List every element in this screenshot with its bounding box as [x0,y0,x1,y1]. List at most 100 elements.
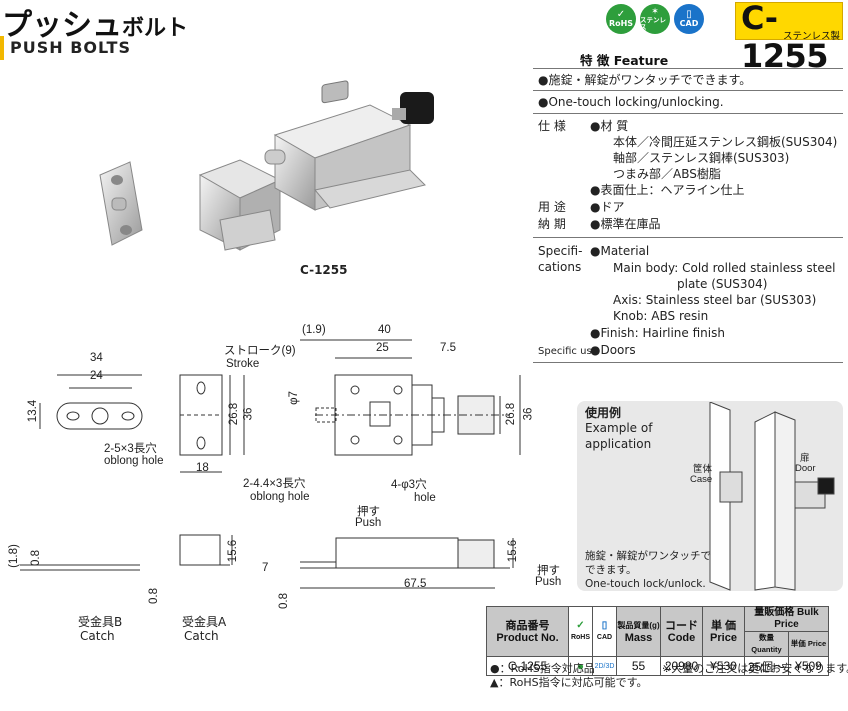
usage-illustration [709,402,835,591]
dim-0-8c: 0.8 [278,593,290,609]
material-line: 軸部／ステンレス鋼棒(SUS303) [613,151,790,165]
dim-7-5: 7.5 [440,342,456,354]
usage-note-en: One-touch lock/unlock. [585,578,706,590]
hole-b-en: oblong hole [104,455,164,467]
dim-0-8b: 0.8 [148,588,160,604]
table-row: C-1255 ● 2D/3D 55 20980 ¥530 25個～ ¥509 [486,656,829,676]
push2-jp: 押す [537,565,560,577]
material-line: 本体／冷間圧延ステンレス鋼板(SUS304) [613,135,838,149]
push-jp: 押す [357,506,380,518]
catch-b-jp: 受金具B [78,615,123,629]
col-bulk: 量販価格 Bulk Price [744,606,829,632]
title-accent-bar [0,36,4,60]
feature-en: ●One-touch locking/unlocking. [538,95,724,109]
case-jp: 筐体 [693,464,713,475]
usage-note-jp-1: 施錠・解錠がワンタッチで [585,550,711,562]
door-jp: 扉 [800,453,810,464]
hole-c-en: hole [414,492,436,504]
cad-badge-icon: ▯CAD [674,4,704,34]
usage-note-jp-2: できます。 [585,564,637,576]
divider [533,113,843,114]
delivery-jp: ●標準在庫品 [590,217,661,231]
col-rohs: ✓RoHS [568,606,593,657]
photo-caption: C-1255 [300,263,348,277]
dim-7: 7 [262,562,269,574]
dim-0-8a: 0.8 [30,550,42,566]
case-en: Case [690,474,713,485]
catch-a-en: Catch [184,629,219,643]
dim-phi7: φ7 [287,391,300,405]
dim-25: 25 [376,342,389,354]
divider [533,68,843,69]
dim-36b: 36 [522,407,535,421]
product-code-box [735,2,843,40]
material-heading-jp: ●材 質 [590,119,629,133]
col-qty: 数量 Quantity [744,631,789,657]
dim-1-8: (1.8) [7,544,20,568]
dim-26-8b: 26.8 [505,402,518,426]
spec-label-en-2: cations [538,260,582,274]
rohs-badge-icon: ✓RoHS [606,4,636,34]
door-en: Door [795,463,816,474]
divider [533,362,843,363]
product-material: ステンレス製 [783,31,841,42]
push-en: Push [355,517,382,529]
col-mass: 製品質量(g)Mass [616,606,661,657]
col-unit: 単価 Price [788,631,829,657]
catch-b-en: Catch [80,629,115,643]
use-label-en: Specific use [538,346,598,357]
spec-label-jp: 仕 様 [538,119,566,133]
dim-15-6b: 15.6 [507,539,520,563]
knob-en: Knob: ABS resin [613,309,709,323]
use-jp: ●ドア [590,200,625,214]
dim-36a: 36 [242,407,255,421]
dim-67-5: 67.5 [404,578,427,590]
usage-title-en-1: Example of [585,421,653,435]
main-body-en-2: plate (SUS304) [677,277,768,291]
page-title: プッシュボルト [2,8,189,43]
use-label-jp: 用 途 [538,200,566,214]
push2-en: Push [535,576,562,588]
dim-40: 40 [378,324,391,336]
delivery-label-jp: 納 期 [538,217,566,231]
dim-18: 18 [196,462,209,474]
technical-drawing [20,339,521,589]
feature-jp: ●施錠・解錠がワンタッチでできます。 [538,73,752,87]
divider [533,90,843,91]
dim-15-6a: 15.6 [227,539,240,563]
dim-34: 34 [90,352,103,364]
note-rohs-possible: ▲：RoHS指令に対応可能です。 [490,676,648,689]
axis-en: Axis: Stainless steel bar (SUS303) [613,293,817,307]
spec-label-en-1: Specifi- [538,244,583,258]
hole-b-jp: 2-5×3長穴 [104,443,157,455]
note-rohs-ok: ●：RoHS指令対応品 [490,662,595,675]
hole-c-jp: 4-φ3穴 [391,479,427,491]
use-en: ●Doors [590,343,636,357]
product-photo [99,80,434,251]
finish-jp: ●表面仕上：ヘアライン仕上 [590,183,745,197]
hole-a-en: oblong hole [250,491,310,503]
feature-heading: 特 徴 Feature [580,53,669,68]
material-line: つまみ部／ABS樹脂 [613,167,721,181]
page-subtitle: PUSH BOLTS [10,38,131,57]
catch-a-jp: 受金具A [182,615,227,629]
divider [533,237,843,238]
usage-title-jp: 使用例 [585,406,622,420]
note-bulk: ※大量のご注文は更にお安くなります。 [662,662,848,675]
main-body-en: Main body: Cold rolled stainless steel [613,261,836,275]
dim-1-9: (1.9) [302,324,326,336]
finish-en: ●Finish: Hairline finish [590,326,725,340]
col-cad: ▯CAD [592,606,617,657]
stroke-en: Stroke [226,358,260,370]
hole-a-jp: 2-4.4×3長穴 [243,478,306,490]
dim-13-4: 13.4 [27,399,40,423]
usage-title-en-2: application [585,437,652,451]
stroke-jp: ストローク(9) [224,345,296,357]
stainless-badge-icon: ✶ステンレス [640,4,670,34]
material-heading-en: ●Material [590,244,650,258]
dim-26-8a: 26.8 [228,402,241,426]
